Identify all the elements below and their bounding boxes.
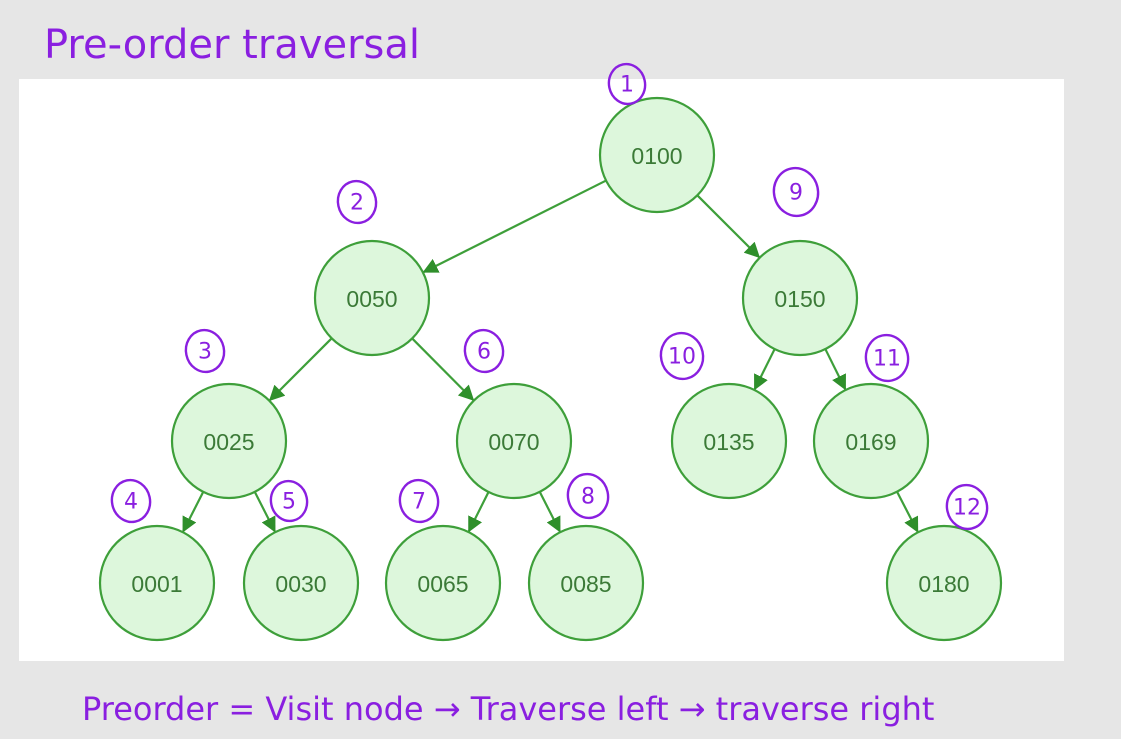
node-circle <box>98 524 216 642</box>
node-circle <box>812 382 930 500</box>
node-label: 0150 <box>774 286 825 312</box>
visit-order-1: 1 <box>607 62 647 106</box>
order-number: 3 <box>198 340 212 365</box>
visit-order-3: 3 <box>184 328 226 374</box>
node-circle <box>527 524 645 642</box>
tree-node-0025: 0025 <box>170 382 288 500</box>
visit-order-12: 12 <box>945 483 989 531</box>
visit-order-11: 11 <box>864 333 910 383</box>
edge-arrow-0025-0030 <box>253 491 276 533</box>
order-number: 5 <box>282 490 296 515</box>
order-ring <box>398 478 440 524</box>
tree-node-0135: 0135 <box>670 382 788 500</box>
node-circle <box>741 239 859 357</box>
edge-arrow-0050-0025 <box>268 337 333 402</box>
order-number: 11 <box>873 347 901 372</box>
node-label: 0100 <box>631 143 682 169</box>
order-ring <box>110 478 152 524</box>
node-label: 0180 <box>918 571 969 597</box>
edge-arrow-0070-0065 <box>467 491 490 533</box>
tree-node-0085: 0085 <box>527 524 645 642</box>
tree-node-0050: 0050 <box>313 239 431 357</box>
node-circle <box>384 524 502 642</box>
edge-arrow-0100-0150 <box>696 194 761 259</box>
tree-node-0100: 0100 <box>598 96 716 214</box>
order-ring <box>336 179 378 225</box>
edge-layer <box>182 179 919 533</box>
visit-order-2: 2 <box>336 179 378 225</box>
tree-node-0180: 0180 <box>885 524 1003 642</box>
edge-arrow-0150-0169 <box>824 348 847 391</box>
node-label: 0085 <box>560 571 611 597</box>
order-ring <box>184 328 226 374</box>
node-label: 0030 <box>275 571 326 597</box>
order-number: 12 <box>953 496 981 521</box>
order-number: 4 <box>124 490 138 515</box>
node-label: 0065 <box>417 571 468 597</box>
edge-arrow-0169-0180 <box>896 491 919 533</box>
order-ring <box>659 331 705 381</box>
tree-node-0150: 0150 <box>741 239 859 357</box>
tree-node-0169: 0169 <box>812 382 930 500</box>
node-label: 0025 <box>203 429 254 455</box>
node-label: 0001 <box>131 571 182 597</box>
visit-order-10: 10 <box>659 331 705 381</box>
order-ring <box>607 62 647 106</box>
tree-node-0065: 0065 <box>384 524 502 642</box>
edge-arrow-0100-0050 <box>422 179 607 273</box>
edge-arrow-0150-0135 <box>753 348 776 391</box>
order-ring <box>864 333 910 383</box>
node-circle <box>885 524 1003 642</box>
visit-order-6: 6 <box>463 328 505 374</box>
order-number: 10 <box>668 345 696 370</box>
visit-order-8: 8 <box>566 472 610 520</box>
order-number: 8 <box>581 485 595 510</box>
tree-node-0030: 0030 <box>242 524 360 642</box>
node-label: 0050 <box>346 286 397 312</box>
order-ring <box>945 483 989 531</box>
page-title: Pre-order traversal <box>44 22 420 68</box>
node-circle <box>598 96 716 214</box>
visit-order-5: 5 <box>269 479 309 523</box>
node-circle <box>242 524 360 642</box>
order-number: 2 <box>350 191 364 216</box>
order-ring <box>566 472 610 520</box>
visit-order-4: 4 <box>110 478 152 524</box>
node-label: 0135 <box>703 429 754 455</box>
order-ring <box>269 479 309 523</box>
visit-order-7: 7 <box>398 478 440 524</box>
order-number: 7 <box>412 490 426 515</box>
tree-node-0001: 0001 <box>98 524 216 642</box>
node-circle <box>170 382 288 500</box>
order-number: 1 <box>620 73 634 98</box>
node-circle <box>670 382 788 500</box>
visit-order-9: 9 <box>772 166 820 218</box>
edge-arrow-0025-0001 <box>182 491 205 533</box>
edge-arrow-0050-0070 <box>411 337 475 401</box>
node-circle <box>455 382 573 500</box>
node-label: 0070 <box>488 429 539 455</box>
tree-node-0070: 0070 <box>455 382 573 500</box>
order-ring <box>772 166 820 218</box>
order-number: 9 <box>789 181 803 206</box>
order-ring <box>463 328 505 374</box>
node-label: 0169 <box>845 429 896 455</box>
node-circle <box>313 239 431 357</box>
edge-arrow-0070-0085 <box>538 491 561 533</box>
node-layer: 0100 0050 0025 0001 0030 0070 0065 0085 0150 0135… <box>98 96 1003 642</box>
order-number: 6 <box>477 340 491 365</box>
footer-note: Preorder = Visit node → Traverse left → … <box>82 690 934 728</box>
